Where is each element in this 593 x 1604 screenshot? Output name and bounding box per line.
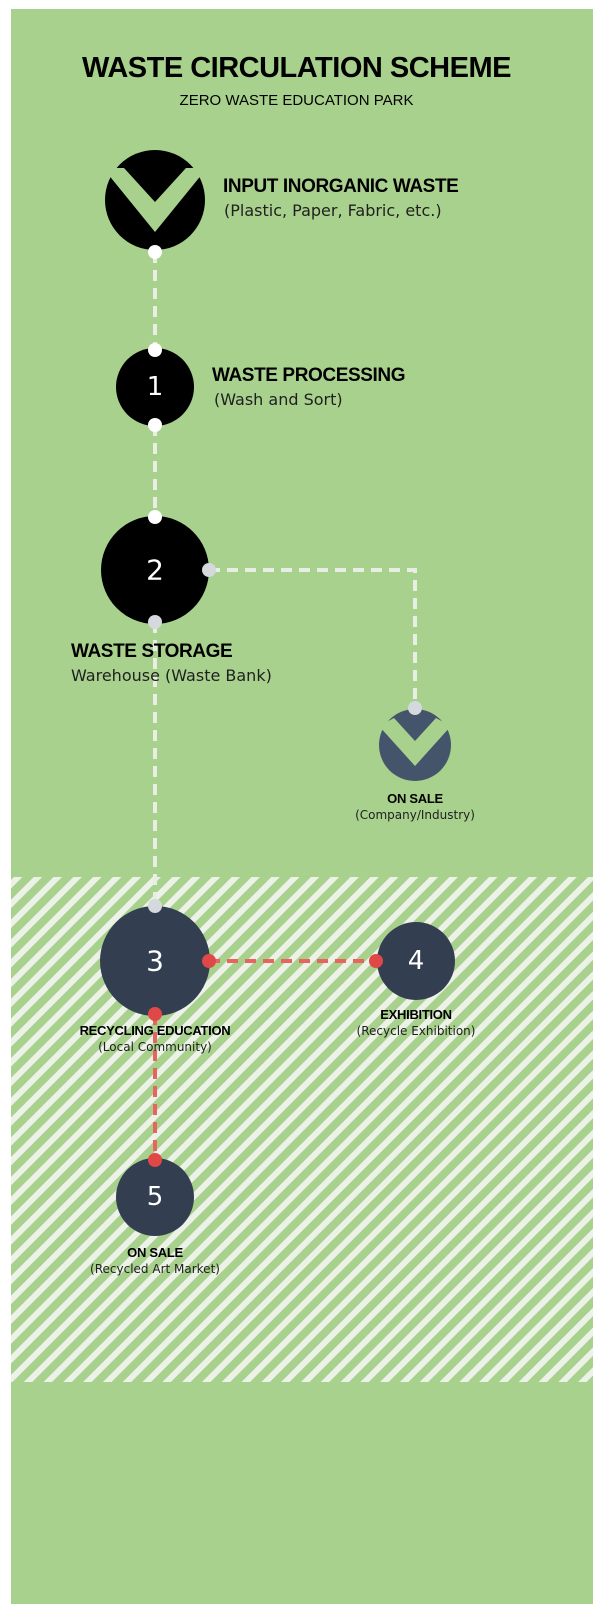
connector-dot <box>408 701 422 715</box>
node-processing: 1 <box>116 348 194 426</box>
education-subtitle: (Local Community) <box>98 1040 212 1054</box>
connector-storage-onsale <box>209 568 417 708</box>
node-education: 3 <box>100 906 210 1016</box>
connector-dot <box>202 563 216 577</box>
onsale-market-subtitle: (Recycled Art Market) <box>90 1262 220 1276</box>
page-subtitle: ZERO WASTE EDUCATION PARK <box>179 92 414 109</box>
node-number: 5 <box>147 1182 164 1212</box>
node-storage: 2 <box>101 516 209 624</box>
connector-dot <box>148 510 162 524</box>
node-input <box>103 150 207 250</box>
node-number: 4 <box>408 946 425 976</box>
processing-title: WASTE PROCESSING <box>212 365 406 386</box>
input-subtitle: (Plastic, Paper, Fabric, etc.) <box>224 201 442 220</box>
connector-dot <box>202 954 216 968</box>
onsale-company-subtitle: (Company/Industry) <box>355 808 475 822</box>
connector-dots <box>148 245 422 1167</box>
exhibition-subtitle: (Recycle Exhibition) <box>356 1024 476 1038</box>
processing-subtitle: (Wash and Sort) <box>214 390 343 409</box>
connector-dot <box>148 899 162 913</box>
connector-dot <box>369 954 383 968</box>
chevron-down-icon <box>379 718 451 766</box>
node-number: 2 <box>146 554 164 587</box>
node-onsale-company <box>379 709 451 781</box>
node-onsale-market: 5 <box>116 1158 194 1236</box>
input-title: INPUT INORGANIC WASTE <box>223 176 459 197</box>
connector-dot <box>148 615 162 629</box>
connector-dot <box>148 343 162 357</box>
storage-subtitle: Warehouse (Waste Bank) <box>71 666 272 685</box>
onsale-market-title: ON SALE <box>127 1245 183 1260</box>
page-title: WASTE CIRCULATION SCHEME <box>82 52 511 84</box>
exhibition-title: EXHIBITION <box>380 1007 452 1022</box>
connector-dot <box>148 1007 162 1021</box>
node-number: 1 <box>147 372 164 402</box>
node-number: 3 <box>146 945 164 978</box>
community-zone <box>11 877 593 1382</box>
node-exhibition: 4 <box>377 922 455 1000</box>
storage-title: WASTE STORAGE <box>71 641 233 662</box>
connector-dot <box>148 418 162 432</box>
onsale-company-title: ON SALE <box>387 791 443 806</box>
connector-dot <box>148 1153 162 1167</box>
education-title: RECYCLING EDUCATION <box>79 1023 231 1038</box>
chevron-down-icon <box>103 168 207 232</box>
connector-dot <box>148 245 162 259</box>
